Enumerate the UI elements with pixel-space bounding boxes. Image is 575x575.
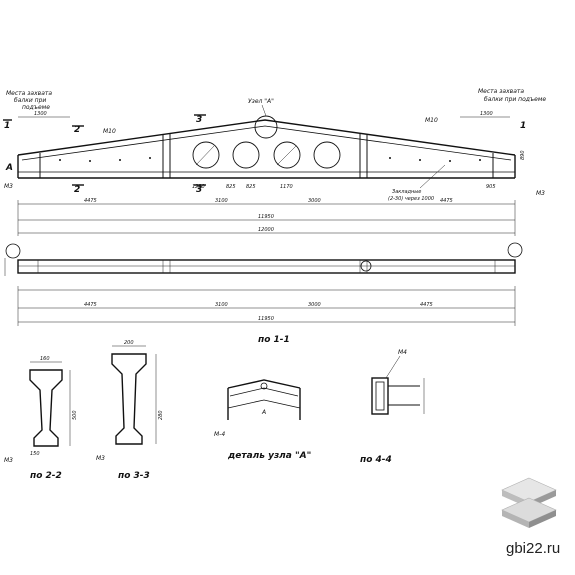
dim-905: 905 (486, 184, 496, 190)
section-mark-3-top: 3 (196, 115, 202, 125)
m10-right: М10 (425, 117, 438, 124)
section-mark-a: А (5, 163, 13, 173)
dim-11950-b: 11950 (258, 316, 274, 322)
holes-label-2: (2-30) через 1000 (388, 196, 434, 202)
node-a-label: Узел "А" (248, 98, 274, 105)
dim-150-22: 150 (30, 451, 40, 457)
dim-4475-b: 4475 (440, 198, 453, 204)
dim-825a: 825 (226, 184, 236, 190)
brand-site[interactable]: gbi22.ru (506, 540, 561, 557)
dim-4475-c: 4475 (84, 302, 97, 308)
section-mark-2-bot: 2 (74, 185, 80, 195)
fix-label-left-3: подъеме (22, 104, 50, 111)
dim-160: 160 (40, 356, 50, 362)
m4-section-44: М4 (398, 349, 407, 356)
detail-a-mark: А (261, 409, 266, 416)
dim-4475-d: 4475 (420, 302, 433, 308)
view-4-4-title: по 4-4 (360, 455, 392, 465)
dim-1220: 1220 (192, 184, 205, 190)
dim-3000-b: 3000 (308, 302, 321, 308)
fix-label-left-2: балки при (14, 97, 46, 104)
dim-12000: 12000 (258, 227, 274, 233)
section-2-2: 160 500 150 М3 по 2-2 (4, 356, 78, 481)
view-1-1-title: по 1-1 (258, 335, 290, 345)
section-3-3: 200 280 М3 по 3-3 (96, 340, 164, 481)
view-2-2-title: по 2-2 (30, 471, 62, 481)
view-3-3-title: по 3-3 (118, 471, 150, 481)
dim-1300-right: 1300 (480, 111, 493, 117)
dim-3100-b: 3100 (215, 302, 228, 308)
section-mark-1: 1 (4, 121, 10, 131)
dim-825b: 825 (246, 184, 256, 190)
m3-right: М3 (536, 190, 545, 197)
section-mark-1-right: 1 (520, 121, 526, 131)
axis-bubble-right (507, 242, 523, 258)
beam-plan: 4475 3100 3000 4475 11950 по 1-1 (4, 242, 523, 345)
dim-3000-a: 3000 (308, 198, 321, 204)
m4-detail: М-4 (214, 431, 225, 438)
dim-11950-a: 11950 (258, 214, 274, 220)
dim-200: 200 (124, 340, 134, 346)
section-4-4: М4 по 4-4 (360, 349, 425, 465)
detail-a-title: деталь узла "А" (227, 451, 311, 461)
dim-890: 890 (520, 150, 526, 160)
dim-1170: 1170 (280, 184, 293, 190)
detail-node-hole (260, 382, 268, 390)
holes-label-1: Закладные (392, 189, 421, 195)
dim-500: 500 (72, 410, 78, 420)
opening-1 (192, 141, 220, 169)
dim-1300-left: 1300 (34, 111, 47, 117)
opening-4 (313, 141, 341, 169)
dim-4475-a: 4475 (84, 198, 97, 204)
anchor-dots (59, 157, 481, 162)
dim-280: 280 (158, 410, 164, 420)
opening-2 (232, 141, 260, 169)
m3-section-22: М3 (4, 457, 13, 464)
m10-left: М10 (103, 128, 116, 135)
section-mark-2-top: 2 (74, 125, 80, 135)
gbi-logo-icon (501, 477, 557, 528)
fix-label-right-1: Места захвата (478, 88, 524, 95)
detail-node-a: А М-4 деталь узла "А" (214, 379, 311, 461)
fix-label-left-1: Места захвата (6, 90, 52, 97)
beam-elevation: Места захвата балки при подъеме Места за… (3, 88, 546, 236)
fix-label-right-2: балки при подъеме (484, 96, 546, 103)
plan-node (360, 260, 372, 272)
dim-3100-a: 3100 (215, 198, 228, 204)
m3-section-33: М3 (96, 455, 105, 462)
axis-bubble-left (5, 243, 21, 259)
section-mark-3-bot: 3 (196, 185, 202, 195)
opening-3 (273, 141, 301, 169)
m3-left: М3 (4, 183, 13, 190)
